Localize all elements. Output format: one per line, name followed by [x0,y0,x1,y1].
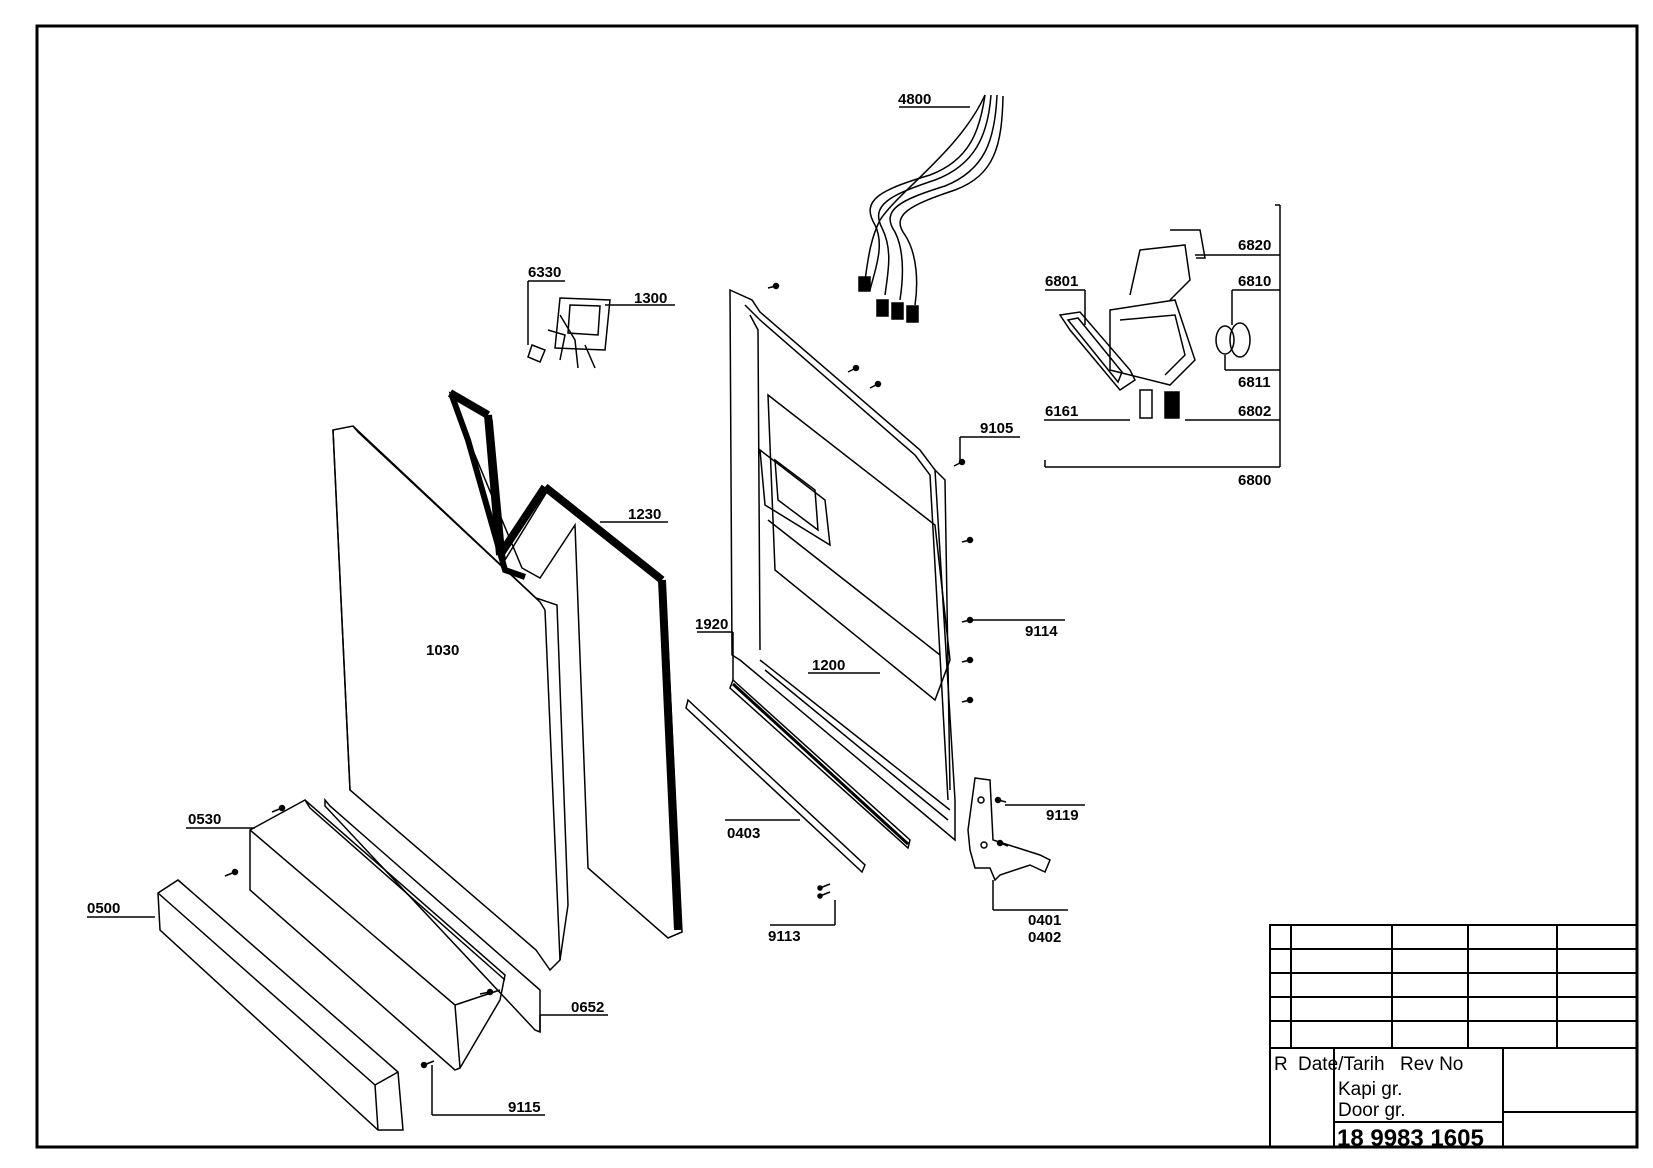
title-block-rev-header: Rev No [1400,1054,1463,1075]
part-label-0402: 0402 [1028,929,1061,946]
part-label-0530: 0530 [188,811,221,828]
part-label-1920: 1920 [695,616,728,633]
part-label-1200: 1200 [812,657,845,674]
part-label-0403: 0403 [727,825,760,842]
title-block-title-line2: Door gr. [1338,1100,1406,1121]
part-label-1230: 1230 [628,506,661,523]
part-label-9114: 9114 [1025,623,1058,640]
drawing-number: 18 9983 1605 [1337,1125,1484,1152]
title-block-date-header: Date/Tarih [1298,1054,1385,1075]
bottom-seal-strip [729,678,911,850]
part-label-9105: 9105 [980,420,1013,437]
part-label-0500: 0500 [87,900,120,917]
part-label-6800: 6800 [1238,472,1271,489]
part-label-6161: 6161 [1045,403,1078,420]
part-label-6810: 6810 [1238,273,1271,290]
drawing-border [35,24,1639,1149]
title-block [1269,924,1638,1148]
part-label-0401: 0401 [1028,912,1061,929]
part-label-9119: 9119 [1046,807,1079,824]
strip-0403 [685,698,866,874]
leader-lines [87,106,1281,1116]
part-label-6330: 6330 [528,264,561,281]
title-block-title-line1: Kapi gr. [1338,1079,1402,1100]
part-label-0652: 0652 [571,999,604,1016]
part-label-6820: 6820 [1238,237,1271,254]
screws [224,282,1009,1069]
cable-harness [858,94,1004,323]
inner-door [729,288,956,842]
part-label-1300: 1300 [634,290,667,307]
part-label-4800: 4800 [898,91,931,108]
title-block-rev-marker: R [1274,1054,1288,1075]
part-label-1030: 1030 [426,642,459,659]
door-gasket [447,389,683,939]
part-label-6811: 6811 [1238,374,1271,391]
part-label-6802: 6802 [1238,403,1271,420]
door-lock-assembly [527,297,611,369]
detergent-dispenser [1058,229,1251,419]
part-label-9115: 9115 [508,1099,541,1116]
part-label-6801: 6801 [1045,273,1078,290]
kick-panel [157,879,404,1131]
lower-frame [249,797,541,1071]
part-label-9113: 9113 [768,928,801,945]
outer-door-panel [332,425,569,972]
hinge [967,777,1051,882]
